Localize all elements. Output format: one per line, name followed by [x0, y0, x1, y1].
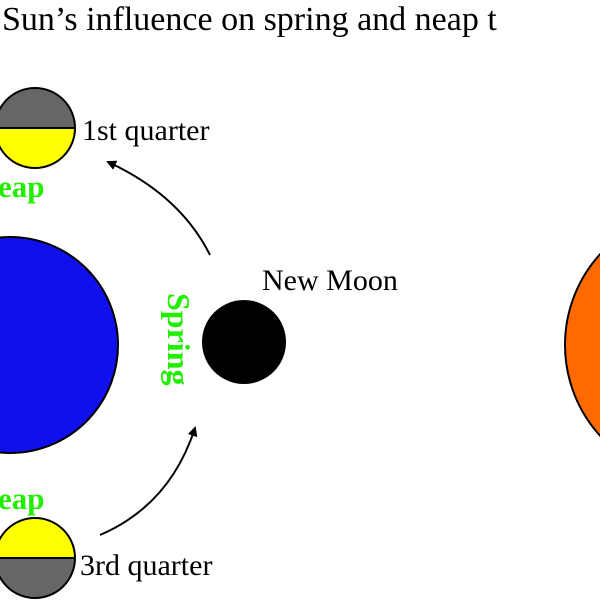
third-quarter-label: 3rd quarter	[80, 549, 212, 582]
new-moon	[202, 300, 286, 384]
earth	[0, 236, 119, 454]
spring-label: Spring	[161, 293, 197, 385]
new-moon-label: New Moon	[262, 264, 398, 297]
sun	[564, 252, 600, 438]
orbit-arrow-from-third-quarter	[99, 426, 198, 536]
first-quarter-label: 1st quarter	[82, 114, 209, 147]
first-quarter-moon	[0, 87, 76, 169]
orbit-arrow-to-first-quarter	[106, 160, 211, 256]
third-quarter-moon	[0, 517, 76, 599]
diagram-title: Sun’s influence on spring and neap t	[2, 1, 497, 38]
neap-label-bottom: eap	[0, 481, 45, 516]
neap-label-top: eap	[0, 169, 45, 204]
